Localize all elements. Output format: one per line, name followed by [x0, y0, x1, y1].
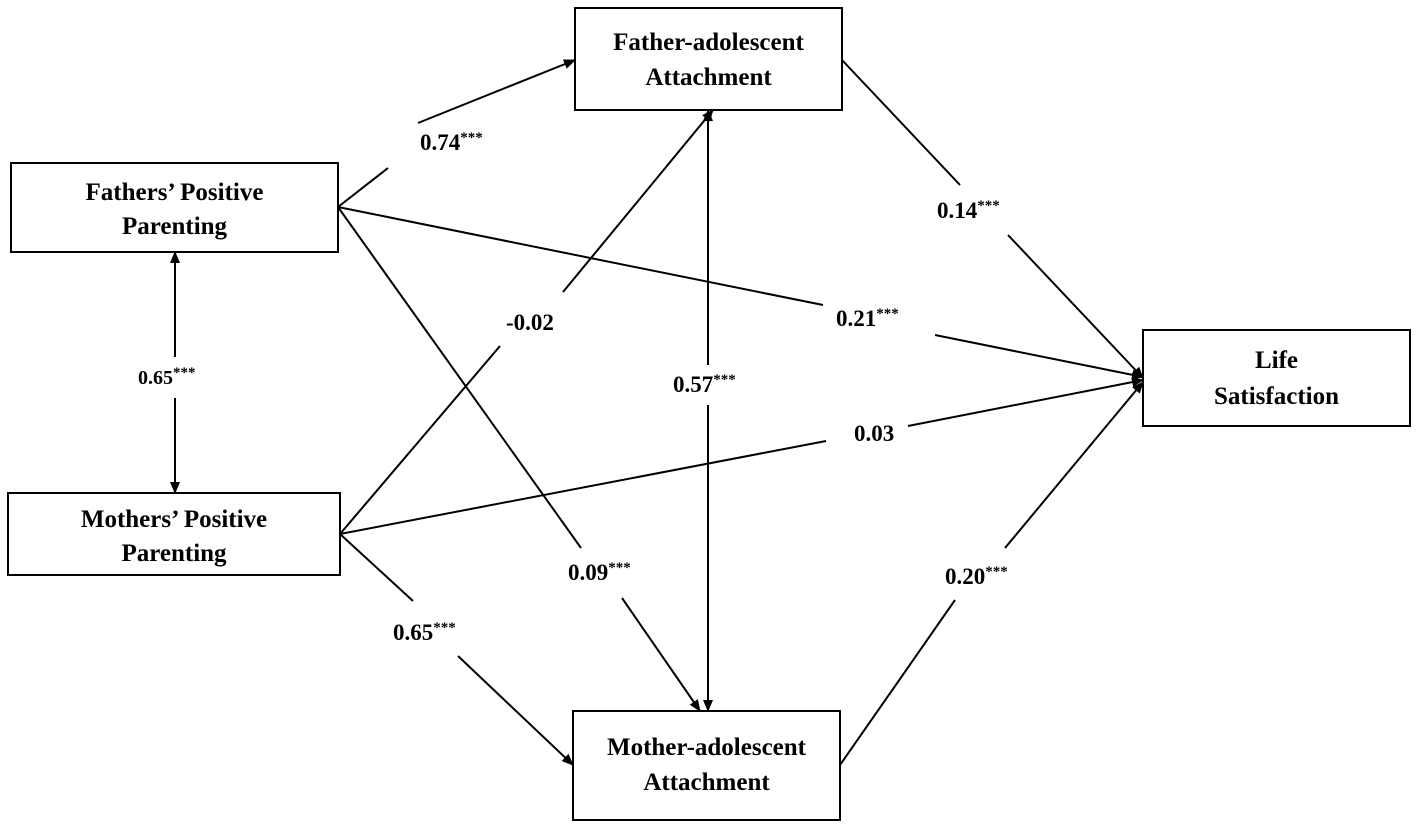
coef-mothers-to-father-attachment: -0.02	[506, 310, 554, 335]
edge-mothers-to-father-attachment	[339, 109, 714, 535]
node-label-line2: Satisfaction	[1214, 383, 1339, 410]
coef-mothers-to-mother-attachment: 0.65***	[393, 620, 456, 645]
coef-attachment-correlation: 0.57***	[673, 372, 736, 397]
node-label-line1: Father-adolescent	[613, 29, 804, 56]
edge-fathers-to-life-satisfaction	[337, 206, 1144, 380]
node-label-line2: Parenting	[121, 540, 227, 567]
node-label-line2: Attachment	[643, 769, 770, 796]
node-mother-adolescent-attachment: Mother-adolescent Attachment	[572, 710, 841, 821]
coef-fathers-mothers-correlation: 0.65***	[138, 365, 196, 389]
node-fathers-positive-parenting: Fathers’ Positive Parenting	[10, 162, 339, 253]
node-label-line2: Parenting	[122, 213, 228, 240]
coef-mothers-to-life-satisfaction: 0.03	[854, 421, 894, 446]
node-label-line1: Mother-adolescent	[607, 734, 807, 761]
node-label-line1: Fathers’ Positive	[86, 179, 264, 206]
edge-mothers-to-mother-attachment	[339, 533, 574, 766]
node-mothers-positive-parenting: Mothers’ Positive Parenting	[7, 492, 341, 576]
edge-fathers-to-mother-attachment	[337, 206, 701, 712]
node-label-line1: Mothers’ Positive	[81, 506, 267, 533]
coef-fathers-to-life-satisfaction: 0.21***	[836, 306, 899, 331]
node-father-adolescent-attachment: Father-adolescent Attachment	[574, 7, 843, 111]
edge-mothers-to-life-satisfaction	[339, 377, 1144, 535]
edge-father-attachment-to-life-satisfaction	[841, 59, 1144, 379]
coef-fathers-to-mother-attachment: 0.09***	[568, 560, 631, 585]
coef-father-attachment-to-life-satisfaction: 0.14***	[937, 198, 1000, 223]
node-label-line1: Life	[1255, 347, 1298, 374]
edge-mother-attachment-to-life-satisfaction	[839, 381, 1144, 766]
coef-mother-attachment-to-life-satisfaction: 0.20***	[945, 564, 1008, 589]
edge-fathers-to-father-attachment	[337, 59, 576, 208]
node-label-line2: Attachment	[645, 64, 772, 91]
coef-fathers-to-father-attachment: 0.74***	[420, 130, 483, 155]
node-life-satisfaction: Life Satisfaction	[1142, 329, 1411, 427]
